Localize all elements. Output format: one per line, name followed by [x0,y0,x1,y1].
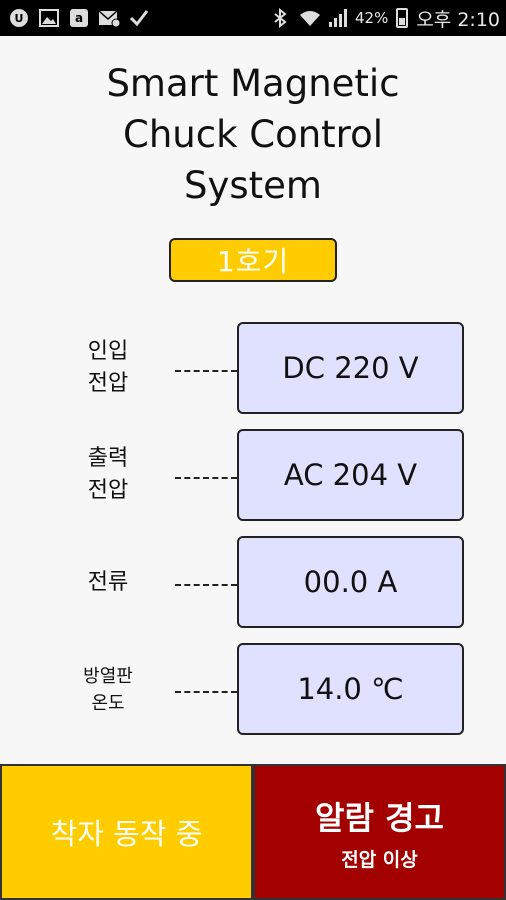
heatsink-temperature-label: 방열판 온도 [60,663,156,717]
alarm-subtitle: 전압 이상 [341,848,418,871]
app-title: Smart Magnetic Chuck Control System [0,58,506,211]
label-line: 전압 [87,371,129,396]
title-line: Smart Magnetic [106,62,400,105]
alarm-warning-button[interactable]: 알람 경고 전압 이상 [253,764,506,900]
label-line: 전압 [87,478,129,503]
u-app-icon: U [8,7,30,29]
status-bar: U a 42% 오후 2:10 [0,0,506,36]
connector-dash [175,370,237,372]
status-bar-notifications: U a [8,7,150,29]
label-line: 인입 [87,339,129,364]
bluetooth-icon [269,7,291,29]
input-voltage-label: 인입 전압 [60,336,156,400]
label-line: 전류 [87,570,129,595]
current-label: 전류 [60,567,156,599]
image-icon [38,7,60,29]
output-voltage-label: 출력 전압 [60,443,156,507]
mail-icon [98,7,120,29]
output-voltage-value: AC 204 V [237,429,464,521]
current-value: 00.0 A [237,536,464,628]
status-bar-system: 42% 오후 2:10 [269,5,500,32]
battery-percent: 42% [354,9,389,27]
heatsink-temperature-value: 14.0 ℃ [237,643,464,735]
label-line: 출력 [87,446,129,471]
unit-selector-button[interactable]: 1호기 [169,238,337,282]
check-icon [128,7,150,29]
wifi-icon [299,7,321,29]
battery-icon [396,8,409,28]
title-line: System [184,164,322,207]
alarm-title: 알람 경고 [315,798,444,837]
label-line: 온도 [91,693,125,714]
connector-dash [175,477,237,479]
signal-icon [328,9,347,27]
label-line: 방열판 [83,666,133,687]
input-voltage-value: DC 220 V [237,322,464,414]
magnetizing-status-button[interactable]: 착자 동작 중 [0,764,253,900]
title-line: Chuck Control [122,113,383,156]
connector-dash [175,584,237,586]
amazon-icon: a [68,7,90,29]
clock: 오후 2:10 [416,8,500,31]
svg-text:a: a [75,11,83,25]
svg-text:U: U [15,12,24,25]
bottom-action-bar: 착자 동작 중 알람 경고 전압 이상 [0,764,506,900]
connector-dash [175,691,237,693]
